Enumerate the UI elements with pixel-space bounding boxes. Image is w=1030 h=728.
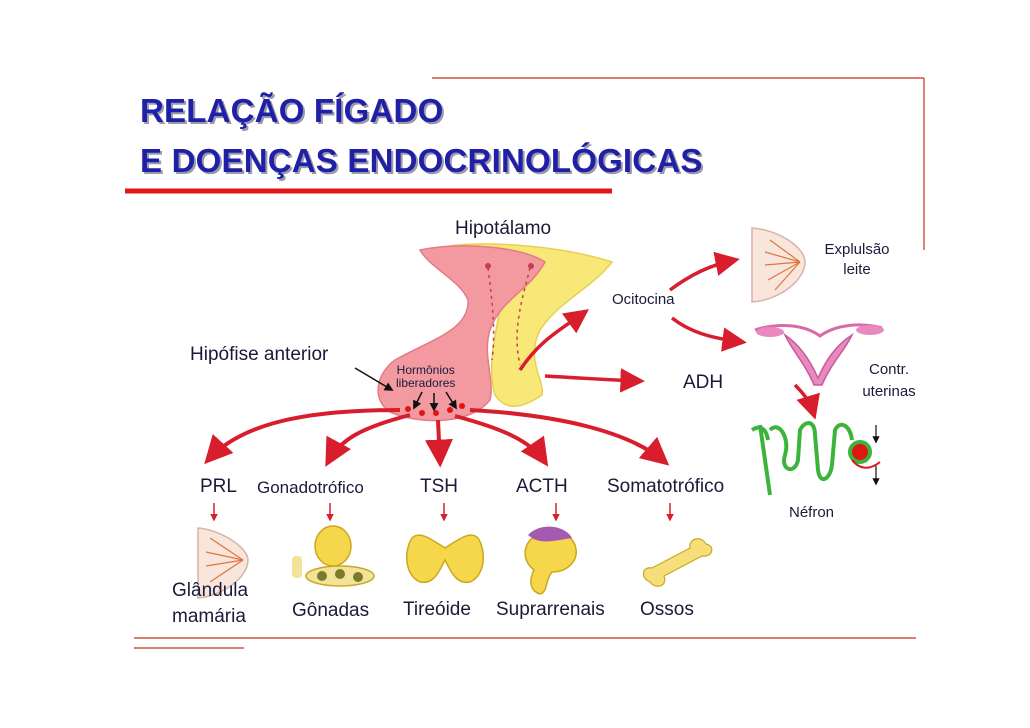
breast-illustration-milk <box>751 227 806 303</box>
label-adrenals: Suprarrenais <box>496 599 605 620</box>
label-mammary-gland: Glândula mamária <box>172 580 249 627</box>
uterus-illustration <box>754 323 884 386</box>
mammary-gland-illustration <box>197 527 249 599</box>
bone-illustration <box>642 538 713 587</box>
slide-title-line-1: RELAÇÃO FÍGADO <box>140 92 444 129</box>
label-adh: ADH <box>683 372 724 393</box>
slide-title-line-2: E DOENÇAS ENDOCRINOLÓGICAS <box>140 142 703 179</box>
thyroid-illustration <box>406 534 484 584</box>
label-hormone-gonadotropic: Gonadotrófico <box>257 478 364 497</box>
label-thyroid: Tireóide <box>403 599 471 620</box>
label-hormone-somatotropic: Somatotrófico <box>607 476 725 497</box>
pituitary-illustration <box>354 243 614 422</box>
adrenal-kidney-illustration <box>524 526 577 595</box>
small-down-arrows <box>210 503 674 522</box>
label-uterine-contractions: Contr. uterinas <box>862 361 916 400</box>
label-hormone-tsh: TSH <box>420 476 458 497</box>
slide-frame <box>125 77 925 649</box>
label-gonads: Gônadas <box>292 600 370 621</box>
label-milk-ejection: Explulsão leite <box>824 241 890 278</box>
label-bones: Ossos <box>640 599 694 620</box>
label-hormone-acth: ACTH <box>516 476 568 497</box>
label-nephron: Néfron <box>789 504 835 521</box>
label-releasing-hormones: Hormônios liberadores <box>396 363 456 390</box>
label-oxytocin: Ocitocina <box>612 291 675 308</box>
label-hormone-prl: PRL <box>200 476 237 497</box>
nephron-illustration <box>750 421 881 496</box>
posterior-arrows <box>518 251 820 420</box>
gonads-illustration <box>292 525 375 587</box>
label-anterior-pituitary: Hipófise anterior <box>190 344 329 365</box>
anterior-arrows <box>204 408 670 468</box>
label-hypothalamus: Hipotálamo <box>455 218 552 239</box>
